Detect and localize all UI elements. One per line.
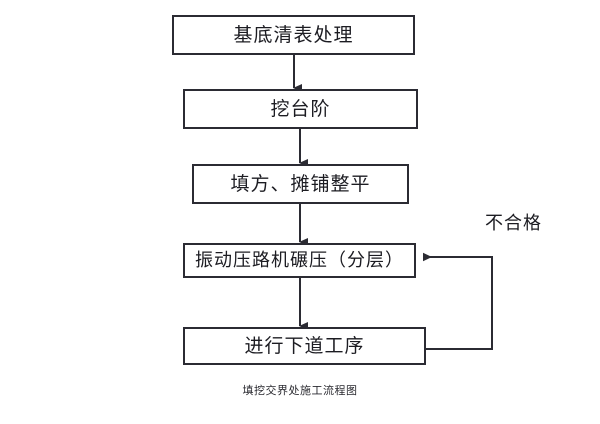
flow-node-label: 振动压路机碾压（分层） bbox=[195, 249, 404, 271]
connector-feedback-loop bbox=[423, 252, 493, 350]
flow-node-label: 填方、摊铺整平 bbox=[230, 172, 371, 195]
flow-node-vibratory-rolling[interactable]: 振动压路机碾压（分层） bbox=[183, 243, 416, 278]
flow-node-label: 进行下道工序 bbox=[244, 334, 365, 357]
flow-node-base-clearing[interactable]: 基底清表处理 bbox=[172, 15, 415, 55]
flow-node-fill-and-level[interactable]: 填方、摊铺整平 bbox=[192, 164, 409, 204]
diagram-caption: 填挖交界处施工流程图 bbox=[242, 384, 358, 397]
edge-label-unqualified: 不合格 bbox=[485, 213, 542, 234]
flow-node-label: 基底清表处理 bbox=[233, 23, 354, 46]
flow-node-label: 挖台阶 bbox=[270, 97, 331, 120]
flow-node-next-process[interactable]: 进行下道工序 bbox=[183, 327, 426, 365]
flow-node-excavate-steps[interactable]: 挖台阶 bbox=[183, 89, 418, 129]
